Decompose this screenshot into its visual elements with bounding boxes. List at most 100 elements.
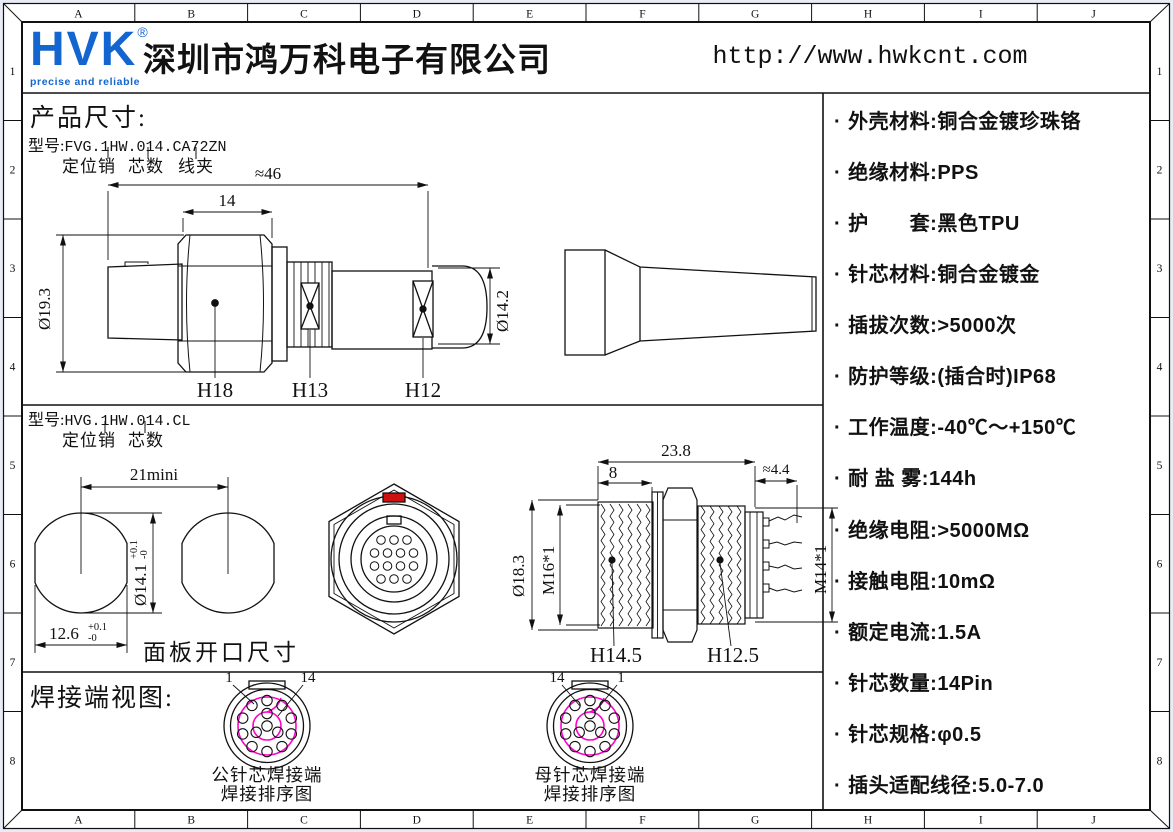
label-h18: H18 bbox=[197, 378, 233, 402]
ruler-row-left: 5 bbox=[10, 460, 16, 472]
thread-front-label: M16*1 bbox=[539, 546, 558, 595]
solder-pin-number-labels: 1 14 14 1 bbox=[225, 670, 625, 686]
dim-receptacle-front: 8 bbox=[609, 463, 618, 482]
width-tol-minus: -0 bbox=[88, 633, 97, 644]
spec-shell-material: 外壳材料:铜合金镀珍珠铬 bbox=[824, 105, 1148, 134]
ruler-col-bottom: G bbox=[751, 815, 759, 827]
ruler-col-bottom: H bbox=[864, 815, 872, 827]
female-caption-line2: 焊接排序图 bbox=[543, 784, 637, 804]
logo-tagline: precise and reliable bbox=[30, 76, 141, 88]
dim-spacing: 21mini bbox=[130, 465, 178, 484]
connector-front-view bbox=[328, 483, 460, 635]
callout-positioning-pin: 定位销 bbox=[62, 157, 116, 176]
section3-title: 焊接端视图: bbox=[30, 685, 174, 712]
ruler-col-bottom: B bbox=[187, 815, 195, 827]
callout-core-count: 芯数 bbox=[128, 431, 164, 450]
ruler-col-top: D bbox=[413, 9, 421, 21]
receptacle-labels: 23.8 8 ≈4.4 Ø18.3 M16*1 M14*1 H14.5 H12.… bbox=[509, 441, 830, 667]
ruler-row-left: 7 bbox=[10, 657, 16, 669]
panel-cutout-labels: 21mini Ø14.1 +0.1 -0 12.6 +0.1 -0 bbox=[49, 465, 178, 644]
ruler-col-top: I bbox=[979, 9, 983, 21]
label-h13: H13 bbox=[292, 378, 328, 402]
male-solder-diagram bbox=[223, 680, 311, 770]
dim-cutout-width: 12.6 bbox=[49, 624, 79, 643]
ruler-row-left: 8 bbox=[10, 756, 16, 768]
spec-sheath: 护 套:黑色TPU bbox=[824, 207, 1148, 236]
male-solder-caption: 公针芯焊接端 焊接排序图 bbox=[182, 766, 352, 804]
ruler-col-top: H bbox=[864, 9, 872, 21]
ruler-col-bottom: E bbox=[526, 815, 533, 827]
spec-rated-current: 额定电流:1.5A bbox=[824, 616, 1148, 645]
logo-text: HVK bbox=[30, 23, 138, 76]
ruler-row-right: 4 bbox=[1157, 362, 1163, 374]
spec-pin-size: 针芯规格:φ0.5 bbox=[824, 718, 1148, 747]
solder-pin-numbers bbox=[232, 684, 618, 717]
ruler-col-top: C bbox=[300, 9, 308, 21]
panel-cutout-caption: 面板开口尺寸 bbox=[143, 640, 299, 665]
male-pin-last: 14 bbox=[301, 670, 317, 686]
spec-pin-material: 针芯材料:铜合金镀金 bbox=[824, 258, 1148, 287]
front-view-pins bbox=[369, 535, 419, 584]
keyway-notch bbox=[248, 680, 286, 690]
spec-salt-spray: 耐 盐 雾:144h bbox=[824, 462, 1148, 491]
ruler-row-right: 7 bbox=[1157, 657, 1163, 669]
label-h12-5: H12.5 bbox=[707, 643, 759, 667]
dim-dia-right: Ø14.2 bbox=[493, 290, 512, 332]
male-caption-line2: 焊接排序图 bbox=[220, 784, 314, 804]
female-pin-first: 1 bbox=[617, 670, 625, 686]
plug-dimension-labels: ≈46 14 Ø19.3 Ø14.2 H18 H13 H12 bbox=[35, 164, 512, 402]
dim-hex-width: 14 bbox=[219, 191, 237, 210]
panel-cutout-view bbox=[34, 421, 275, 653]
keyway-notch bbox=[386, 515, 402, 525]
section1-model-line: 型号:FVG.1HW.014.CA72ZN bbox=[28, 132, 226, 156]
plug-side-view bbox=[56, 147, 500, 378]
spec-mating-cycles: 插拔次数:>5000次 bbox=[824, 309, 1148, 338]
ruler-col-bottom: D bbox=[413, 815, 421, 827]
dia-tol-plus: +0.1 bbox=[129, 540, 140, 559]
dim-receptacle-dia: Ø18.3 bbox=[509, 555, 528, 597]
dim-receptacle-rear: ≈4.4 bbox=[763, 462, 790, 478]
callout-wire-clamp: 线夹 bbox=[178, 157, 214, 176]
female-solder-diagram bbox=[546, 680, 634, 770]
female-solder-caption: 母针芯焊接端 焊接排序图 bbox=[505, 766, 675, 804]
spec-insulation-material: 绝缘材料:PPS bbox=[824, 156, 1148, 185]
callout-positioning-pin: 定位销 bbox=[62, 431, 116, 450]
label-h12: H12 bbox=[405, 378, 441, 402]
ruler-col-bottom: C bbox=[300, 815, 308, 827]
spec-protection-rating: 防护等级:(插合时)IP68 bbox=[824, 360, 1148, 389]
dim-total-length: ≈46 bbox=[255, 164, 281, 183]
model-label: 型号: bbox=[28, 412, 65, 429]
ruler-row-right: 5 bbox=[1157, 460, 1163, 472]
spec-pin-count: 针芯数量:14Pin bbox=[824, 667, 1148, 696]
registered-mark: ® bbox=[137, 24, 148, 40]
ruler-col-bottom: A bbox=[74, 815, 83, 827]
ruler-col-bottom: I bbox=[979, 815, 983, 827]
ruler-col-top: A bbox=[74, 9, 83, 21]
ruler-labels: A B C D E F G H I J A B C D E F G H I J … bbox=[10, 9, 1163, 827]
solder-sequence-path bbox=[237, 696, 297, 756]
ruler-row-left: 3 bbox=[10, 263, 16, 275]
label-h14-5: H14.5 bbox=[590, 643, 642, 667]
dim-cutout-dia: Ø14.1 bbox=[131, 564, 150, 606]
callout-core-count: 芯数 bbox=[128, 157, 164, 176]
dia-tol-minus: -0 bbox=[139, 550, 150, 559]
strain-relief-boot bbox=[564, 249, 817, 356]
solder-pins bbox=[236, 694, 298, 758]
ruler-row-right: 3 bbox=[1157, 263, 1163, 275]
ruler-col-bottom: J bbox=[1091, 815, 1096, 827]
clamp-marker-h13 bbox=[300, 282, 320, 330]
ruler-col-top: G bbox=[751, 9, 759, 21]
dim-dia-left: Ø19.3 bbox=[35, 288, 54, 330]
ruler-col-top: B bbox=[187, 9, 195, 21]
section2-model-line: 型号:HVG.1HW.014.CL bbox=[28, 406, 190, 430]
ruler-col-top: F bbox=[639, 9, 645, 21]
ruler-row-left: 2 bbox=[10, 165, 16, 177]
orientation-mark-red bbox=[382, 492, 406, 503]
section1-title: 产品尺寸: bbox=[30, 105, 147, 132]
company-website: http://www.hwkcnt.com bbox=[712, 42, 1028, 71]
wire-contacts bbox=[762, 514, 803, 593]
ruler-col-bottom: F bbox=[639, 815, 645, 827]
ruler-row-left: 1 bbox=[10, 66, 16, 78]
